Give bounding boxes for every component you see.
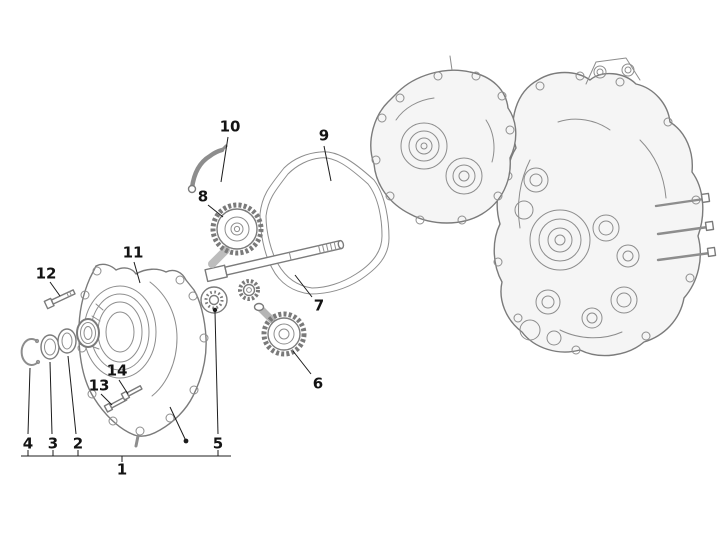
oil-seal xyxy=(76,318,100,348)
cover-bolt-holes xyxy=(77,266,209,436)
bolt-14 xyxy=(120,385,143,401)
leader-lines xyxy=(21,136,332,462)
stud-bolts xyxy=(654,192,717,262)
gearbox-cover xyxy=(77,263,209,448)
ball-bearing xyxy=(200,286,228,314)
crankcase-assembly xyxy=(370,55,717,357)
driven-gear xyxy=(208,202,264,268)
washer-2 xyxy=(57,328,77,354)
inner-case-bolt-bosses xyxy=(371,71,515,225)
breather-pipe xyxy=(187,144,228,194)
gear-cluster xyxy=(253,302,307,357)
splined-hub xyxy=(238,279,260,301)
washer-3 xyxy=(40,334,60,360)
gasket xyxy=(259,151,390,295)
output-shaft xyxy=(204,239,345,283)
bolt-12 xyxy=(43,289,76,310)
circlip xyxy=(20,338,41,366)
